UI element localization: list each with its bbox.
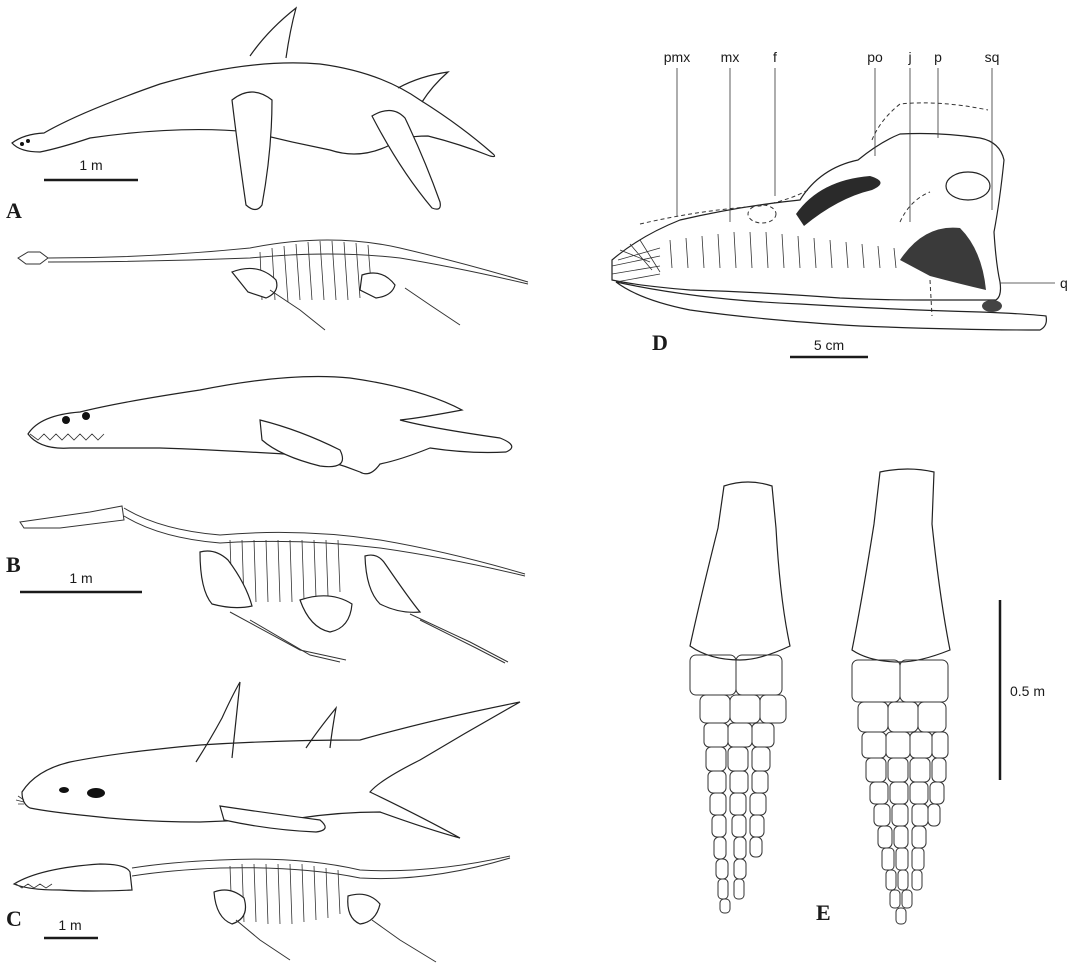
panel-e-paddle-left [690, 482, 790, 913]
panel-c-body-outline [16, 682, 520, 838]
panel-b-letter: B [6, 552, 21, 577]
panel-d: pmx mx f po j p sq q D 5 cm [612, 49, 1068, 357]
panel-e-scale-label: 0.5 m [1010, 683, 1045, 699]
panel-c-skeleton [14, 856, 510, 962]
label-j: j [907, 49, 911, 65]
panel-d-leader-lines [677, 68, 1055, 283]
label-p: p [934, 49, 942, 65]
label-f: f [773, 49, 777, 65]
panel-a-skeleton [18, 240, 528, 330]
panel-a-letter: A [6, 198, 22, 223]
panel-c-scale-label: 1 m [58, 917, 81, 933]
label-po: po [867, 49, 883, 65]
panel-b-skeleton [20, 506, 525, 663]
panel-b-body-outline [28, 377, 512, 474]
label-mx: mx [721, 49, 740, 65]
panel-a: 1 m A [6, 8, 528, 330]
panel-b-scale-label: 1 m [69, 570, 92, 586]
panel-e-letter: E [816, 900, 831, 925]
panel-a-scale-label: 1 m [79, 157, 102, 173]
panel-c: C 1 m [6, 682, 520, 962]
panel-d-letter: D [652, 330, 668, 355]
label-sq: sq [985, 49, 1000, 65]
panel-c-letter: C [6, 906, 22, 931]
label-pmx: pmx [664, 49, 690, 65]
panel-b: B 1 m [6, 377, 525, 664]
panel-d-scale-label: 5 cm [814, 337, 844, 353]
panel-e-paddle-right [852, 469, 950, 924]
panel-e: 0.5 m E [690, 469, 1045, 925]
label-q: q [1060, 275, 1068, 291]
